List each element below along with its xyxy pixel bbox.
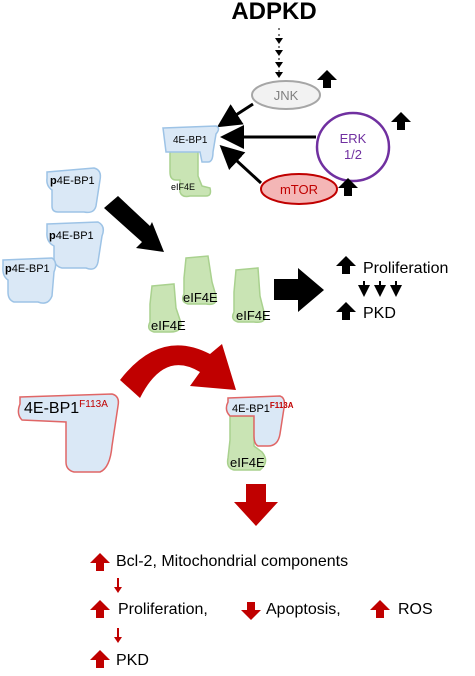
p4ebp1-3: p4E-BP1 xyxy=(2,257,57,304)
mutant-complex-eif4e-label: eIF4E xyxy=(230,455,265,470)
proliferation-up-arrow-icon xyxy=(336,256,356,274)
top-proliferation-label: Proliferation xyxy=(363,260,448,277)
proliferation-down-connector-icon xyxy=(114,628,122,643)
free-eif4e-1: eIF4E xyxy=(181,255,218,306)
bcl2-up-arrow-icon xyxy=(90,553,110,571)
bcl2-down-connector-icon xyxy=(114,578,122,593)
bottom-pkd-label: PKD xyxy=(116,652,149,669)
pkd-up-arrow-icon xyxy=(336,302,356,320)
upper-complex-bp1-label: 4E-BP1 xyxy=(173,135,208,146)
jnk-label: JNK xyxy=(274,88,299,103)
jnk-node: JNK xyxy=(251,80,321,110)
p4ebp1-2-label: p4E-BP1 xyxy=(49,230,94,242)
pkd-red-up-arrow-icon xyxy=(90,650,110,668)
bottom-down-arrow xyxy=(234,484,278,526)
mtor-label: mTOR xyxy=(280,182,318,197)
kinase-to-complex-arrows xyxy=(216,102,316,185)
free-eif4e-3-label: eIF4E xyxy=(236,308,271,323)
erk-up-arrow-icon xyxy=(391,112,411,130)
apoptosis-down-arrow-icon xyxy=(241,602,261,620)
mutant-complex-bp1-label: 4E-BP1F113A xyxy=(232,401,294,415)
adpkd-signal-arrows xyxy=(275,28,283,78)
free-eif4e-1-label: eIF4E xyxy=(183,290,218,305)
erk-label: ERK xyxy=(340,131,367,146)
outcome-right-arrow xyxy=(274,268,324,312)
release-chevron-arrow xyxy=(104,196,164,252)
small-down-arrows xyxy=(358,281,402,297)
apoptosis-label: Apoptosis, xyxy=(266,601,341,618)
p4ebp1-3-label: p4E-BP1 xyxy=(5,263,50,275)
erk-label-2: 1/2 xyxy=(344,147,362,162)
ros-up-arrow-icon xyxy=(370,600,390,618)
ros-label: ROS xyxy=(398,601,433,618)
free-eif4e-2-label: eIF4E xyxy=(151,318,186,333)
free-eif4e-3: eIF4E xyxy=(231,267,271,324)
p4ebp1-1-label: p4E-BP1 xyxy=(50,175,95,187)
bottom-proliferation-label: Proliferation, xyxy=(118,601,208,618)
bcl2-label: Bcl-2, Mitochondrial components xyxy=(116,553,348,570)
p4ebp1-2: p4E-BP1 xyxy=(46,221,105,270)
free-eif4e-2: eIF4E xyxy=(147,283,186,333)
mutant-curved-arrow xyxy=(120,344,236,398)
upper-complex: 4E-BP1 eIF4E xyxy=(162,125,220,198)
jnk-up-arrow-icon xyxy=(317,70,337,88)
proliferation-red-up-arrow-icon xyxy=(90,600,110,618)
title: ADPKD xyxy=(231,0,316,25)
mutant-complex: 4E-BP1F113A eIF4E xyxy=(225,395,294,471)
mutant-4ebp1: 4E-BP1F113A xyxy=(17,393,120,473)
erk-node: ERK 1/2 xyxy=(315,111,391,183)
top-pkd-label: PKD xyxy=(363,305,396,322)
upper-complex-eif4e-label: eIF4E xyxy=(171,182,195,192)
p4ebp1-1: p4E-BP1 xyxy=(46,167,102,214)
mutant-4ebp1-label: 4E-BP1F113A xyxy=(24,399,108,417)
mtor-node: mTOR xyxy=(260,173,338,205)
